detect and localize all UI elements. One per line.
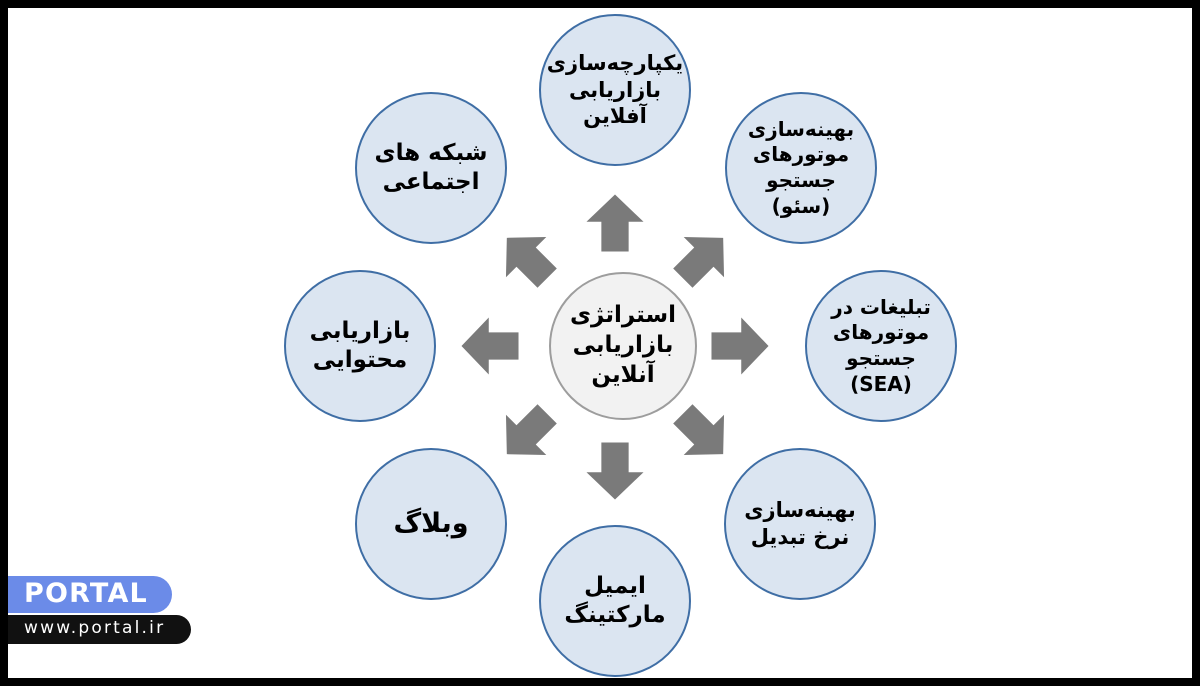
arrow-up [584,192,646,254]
node-label: بازاریابی محتوایی [309,317,411,373]
arrow-down-left [483,390,571,478]
watermark-brand: PORTAL [8,576,172,614]
node-content-marketing[interactable]: بازاریابی محتوایی [284,270,436,422]
online-marketing-strategy-diagram: یکپارچه‌سازی بازاریابی آفلاین بهینه‌سازی… [8,8,1192,678]
arrow-right [709,315,771,377]
watermark-url-row: www.portal.ir [8,613,192,644]
node-label: یکپارچه‌سازی بازاریابی آفلاین [546,50,684,129]
arrow-up-right [659,214,747,302]
center-hub-label: استراتژی بازاریابی آنلاین [569,302,677,388]
node-label: شبکه های اجتماعی [374,139,488,195]
node-social-networks[interactable]: شبکه های اجتماعی [355,92,507,244]
arrow-up-left [483,214,571,302]
watermark: PORTAL www.portal.ir [8,576,192,644]
node-offline-marketing-integration[interactable]: یکپارچه‌سازی بازاریابی آفلاین [539,14,691,166]
node-sea[interactable]: تبلیغات در موتورهای جستجو (SEA) [805,270,957,422]
node-blog[interactable]: وبلاگ [355,448,507,600]
node-label: وبلاگ [393,507,469,539]
node-label: ایمیل مارکتینگ [564,572,666,628]
node-email-marketing[interactable]: ایمیل مارکتینگ [539,525,691,677]
arrow-down-right [659,390,747,478]
center-hub-online-marketing-strategy[interactable]: استراتژی بازاریابی آنلاین [549,272,697,420]
node-label: بهینه‌سازی موتورهای جستجو (سئو) [747,116,855,218]
page-background: یکپارچه‌سازی بازاریابی آفلاین بهینه‌سازی… [8,8,1192,678]
watermark-url: www.portal.ir [8,615,192,644]
node-label: بهینه‌سازی نرخ تبدیل [744,498,856,549]
node-conversion-rate-optimization[interactable]: بهینه‌سازی نرخ تبدیل [724,448,876,600]
node-seo[interactable]: بهینه‌سازی موتورهای جستجو (سئو) [725,92,877,244]
node-label: تبلیغات در موتورهای جستجو (SEA) [831,294,931,396]
arrow-down [584,440,646,502]
watermark-brand-row: PORTAL [8,576,191,614]
arrow-left [459,315,521,377]
